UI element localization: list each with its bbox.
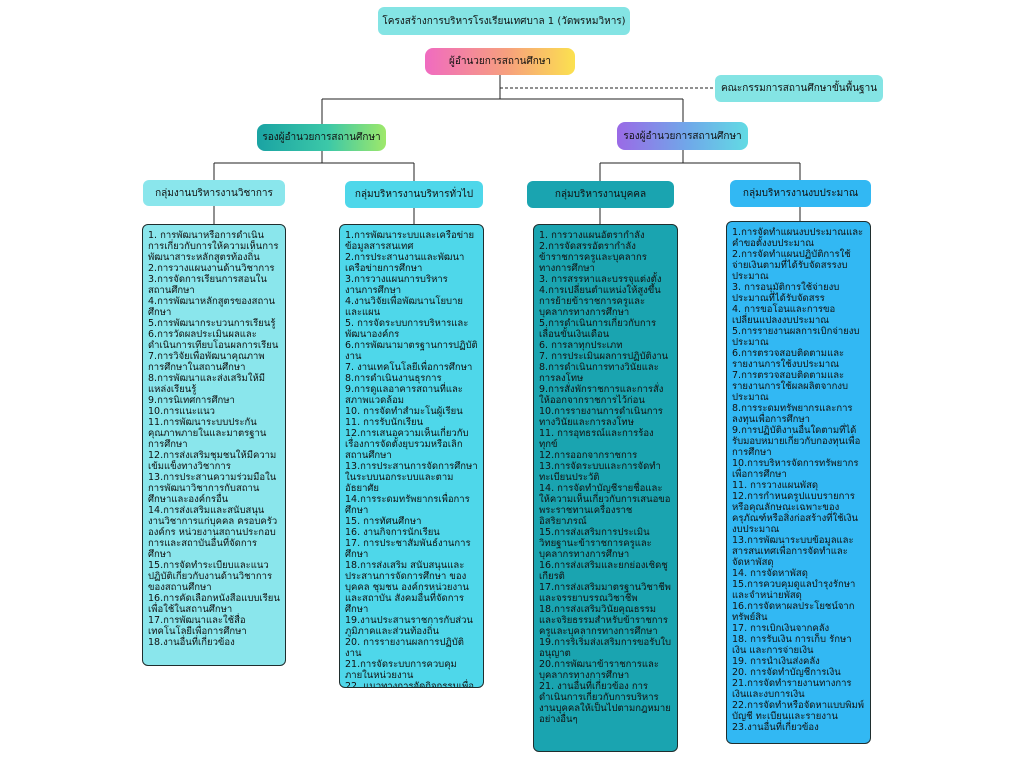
- duty-item: 10.การบริหารจัดการทรัพยากรเพื่อการศึกษา: [732, 458, 859, 480]
- duty-item: 4. การขอโอนและการขอเปลี่ยนแปลงงบประมาณ: [732, 304, 836, 326]
- duty-item: 5.การดำเนินการเกี่ยวกับการเลื่อนขั้นเงิน…: [539, 318, 657, 340]
- duty-item: 13.การจัดระบบและการจัดทำทะเบียนประวัติ: [539, 461, 661, 483]
- duty-item: 4.งานวิจัยเพื่อพัฒนานโยบายและแผน: [345, 296, 463, 318]
- duty-item: 11. การวางแผนพัสดุ: [732, 480, 819, 491]
- duty-item: 14. การจัดทำบัญชีรายชื่อและให้ความเห็นเก…: [539, 483, 671, 527]
- duty-item: 3.การจัดการเรียนการสอนในสถานศึกษา: [148, 274, 267, 296]
- duty-item: 18.การส่งเสริม สนับสนุนและประสานการจัดกา…: [345, 560, 469, 615]
- duty-item: 9.การนิเทศการศึกษา: [148, 395, 235, 406]
- duty-item: 2.การจัดทำแผนปฏิบัติการใช้จ่ายเงินตามที่…: [732, 249, 851, 282]
- duty-item: 20.การพัฒนาข้าราชการและบุคลากรทางการศึกษ…: [539, 659, 659, 681]
- duty-item: 17.การส่งเสริมมาตรฐานวิชาชีพและจรรยาบรรณ…: [539, 582, 671, 604]
- duty-item: 20. การรายงานผลการปฏิบัติงาน: [345, 637, 464, 659]
- deputy-director-node-2: รองผู้อำนวยการสถานศึกษา: [617, 122, 748, 150]
- duty-item: 9.การดูแลอาคารสถานที่และสภาพแวดล้อม: [345, 384, 463, 406]
- duty-item: 12.การส่งเสริมชุมชนให้มีความเข้มแข็งทางว…: [148, 450, 277, 472]
- duty-item: 1. การพัฒนาหรือการดำเนินการเกี่ยวกับการใ…: [148, 230, 279, 263]
- deputy-director-node-1: รองผู้อำนวยการสถานศึกษา: [257, 124, 386, 151]
- duty-item: 8.การพัฒนาและส่งเสริมให้มีแหล่งเรียนรู้: [148, 373, 265, 395]
- duty-item: 6.การตรวจสอบติดตามและรายงานการใช้งบประมา…: [732, 348, 845, 370]
- duty-item: 3. การอนุมัติการใช้จ่ายงบประมาณที่ได้รับ…: [732, 282, 840, 304]
- duty-item: 15. การทัศนศึกษา: [345, 516, 422, 527]
- duty-item: 13.การพัฒนาระบบข้อมูลและสารสนเทศเพื่อการ…: [732, 535, 854, 568]
- duty-item: 5. การจัดระบบการบริหารและพัฒนาองค์กร: [345, 318, 469, 340]
- duty-item: 11.การพัฒนาระบบประกันคุณภาพภายในและมาตรฐ…: [148, 417, 267, 450]
- group-header-academic: กลุ่มงานบริหารงานวิชาการ: [143, 180, 285, 206]
- duty-item: 15.การควบคุมดูแลบำรุงรักษาและจำหน่ายพัสด…: [732, 579, 856, 601]
- duty-item: 9.การปฏิบัติงานอื่นใดตามที่ได้รับมอบหมาย…: [732, 425, 861, 458]
- duty-item: 22.การจัดทำหรือจัดหาแบบพิมพ์บัญชี ทะเบีย…: [732, 700, 865, 722]
- group-header-general: กลุ่มบริหารงานบริหารทั่วไป: [345, 181, 483, 208]
- duty-item: 18.การส่งเสริมวินัยคุณธรรมและจริยธรรมสำห…: [539, 604, 668, 637]
- director-node: ผู้อำนวยการสถานศึกษา: [425, 48, 575, 75]
- duty-item: 7. การประเมินผลการปฏิบัติงาน: [539, 351, 669, 362]
- duty-item: 8.การดำเนินการทางวินัยและการลงโทษ: [539, 362, 659, 384]
- duty-item: 6.การวัดผลประเมินผลและดำเนินการเทียบโอนผ…: [148, 329, 279, 351]
- duty-item: 21.การจัดระบบการควบคุมภายในหน่วยงาน: [345, 659, 457, 681]
- duty-item: 6. การลาทุกประเภท: [539, 340, 623, 351]
- duty-item: 14. การจัดหาพัสดุ: [732, 568, 808, 579]
- duty-list-academic: 1. การพัฒนาหรือการดำเนินการเกี่ยวกับการใ…: [142, 224, 286, 666]
- duty-item: 19.งานประสานราชการกับส่วนภูมิภาคและส่วนท…: [345, 615, 473, 637]
- duty-item: 21.การจัดทำรายงานทางการเงินและงบการเงิน: [732, 678, 852, 700]
- duty-item: 7.การตรวจสอบติดตามและรายงานการใช้ผลผลิตจ…: [732, 370, 849, 403]
- duty-item: 1. การวางแผนอัตรากำลัง: [539, 230, 645, 241]
- duty-item: 17. การเบิกเงินจากคลัง: [732, 623, 830, 634]
- duty-item: 10. การจัดทำสำมะโนผู้เรียน: [345, 406, 463, 417]
- duty-item: 12.การออกจากราชการ: [539, 450, 638, 461]
- duty-item: 11. การรับนักเรียน: [345, 417, 424, 428]
- committee-node: คณะกรรมการสถานศึกษาขั้นพื้นฐาน: [715, 75, 883, 102]
- duty-item: 2.การจัดสรรอัตรากำลังข้าราชการครูและบุคล…: [539, 241, 647, 274]
- duty-item: 18. การรับเงิน การเก็บ รักษาเงิน และการจ…: [732, 634, 852, 656]
- duty-item: 8.การดำเนินงานธุรการ: [345, 373, 442, 384]
- duty-list-general: 1.การพัฒนาระบบและเครือข่ายข้อมูลสารสนเทศ…: [339, 224, 484, 688]
- duty-item: 12.การเสนอความเห็นเกี่ยวกับเรื่องการจัดต…: [345, 428, 469, 461]
- duty-item: 14.การระดมทรัพยากรเพื่อการศึกษา: [345, 494, 470, 516]
- duty-item: 12.การกำหนดรูปแบบรายการหรือคุณลักษณะเฉพา…: [732, 491, 858, 535]
- duty-item: 14.การส่งเสริมและสนับสนุนงานวิชาการแก่บุ…: [148, 505, 278, 560]
- duty-item: 7. งานเทคโนโลยีเพื่อการศึกษา: [345, 362, 473, 373]
- duty-item: 16.การจัดหาผลประโยชน์จากทรัพย์สิน: [732, 601, 855, 623]
- duty-item: 19.การริเริ่มส่งเสริมการขอรับใบอนุญาต: [539, 637, 672, 659]
- duty-item: 22. แนวทางการจัดกิจกรรมเพื่อปรับเปลี่ยนพ…: [345, 681, 474, 688]
- duty-item: 1.การจัดทำแผนงบประมาณและคำขอตั้งงบประมาณ: [732, 227, 864, 249]
- duty-item: 16. งานกิจการนักเรียน: [345, 527, 440, 538]
- duty-item: 2.การวางแผนงานด้านวิชาการ: [148, 263, 275, 274]
- duty-item: 17. การประชาสัมพันธ์งานการศึกษา: [345, 538, 471, 560]
- duty-list-budget: 1.การจัดทำแผนงบประมาณและคำขอตั้งงบประมาณ…: [726, 221, 871, 744]
- duty-item: 16.การส่งเสริมและยกย่องเชิดชูเกียรติ: [539, 560, 668, 582]
- duty-item: 21. งานอื่นที่เกี่ยวข้อง การดำเนินการเกี…: [539, 681, 671, 725]
- duty-item: 13.การประสานความร่วมมือในการพัฒนาวิชาการ…: [148, 472, 277, 505]
- group-header-budget: กลุ่มบริหารงานงบประมาณ: [730, 180, 871, 207]
- duty-item: 7.การวิจัยเพื่อพัฒนาคุณภาพการศึกษาในสถาน…: [148, 351, 265, 373]
- duty-item: 5.การรายงานผลการเบิกจ่ายงบประมาณ: [732, 326, 860, 348]
- duty-item: 13.การประสานการจัดการศึกษาในระบบนอกระบบแ…: [345, 461, 478, 494]
- duty-item: 23.งานอื่นที่เกี่ยวข้อง: [732, 722, 819, 733]
- duty-item: 20. การจัดทำบัญชีการเงิน: [732, 667, 841, 678]
- duty-item: 4.การพัฒนาหลักสูตรของสถานศึกษา: [148, 296, 276, 318]
- chart-title: โครงสร้างการบริหารโรงเรียนเทศบาล 1 (วัดพ…: [378, 7, 630, 35]
- duty-item: 9.การสั่งพักราชการและการสั่งให้ออกจากราช…: [539, 384, 664, 406]
- duty-item: 15.การจัดทำระเบียบและแนวปฏิบัติเกี่ยวกับ…: [148, 560, 273, 593]
- duty-item: 17.การพัฒนาและใช้สื่อเทคโนโลยีเพื่อการศึ…: [148, 615, 247, 637]
- duty-item: 6.การพัฒนามาตรฐานการปฏิบัติงาน: [345, 340, 478, 362]
- group-header-personnel: กลุ่มบริหารงานบุคคล: [527, 181, 674, 208]
- duty-item: 11. การอุทธรณ์และการร้องทุกข์: [539, 428, 654, 450]
- duty-item: 8.การระดมทรัพยากรและการลงทุนเพื่อการศึกษ…: [732, 403, 853, 425]
- duty-item: 19. การนำเงินส่งคลัง: [732, 656, 820, 667]
- duty-item: 2.การประสานงานและพัฒนาเครือข่ายการศึกษา: [345, 252, 465, 274]
- duty-item: 10.การแนะแนว: [148, 406, 215, 417]
- duty-item: 15.การส่งเสริมการประเมินวิทยฐานะข้าราชกา…: [539, 527, 652, 560]
- duty-item: 3.การวางแผนการบริหารงานการศึกษา: [345, 274, 448, 296]
- duty-item: 4.การเปลี่ยนตำแหน่งให้สูงขึ้นการย้ายข้าร…: [539, 285, 661, 318]
- duty-item: 3. การสรรหาและบรรจุแต่งตั้ง: [539, 274, 662, 285]
- duty-item: 5.การพัฒนากระบวนการเรียนรู้: [148, 318, 276, 329]
- duty-item: 1.การพัฒนาระบบและเครือข่ายข้อมูลสารสนเทศ: [345, 230, 475, 252]
- duty-item: 16.การคัดเลือกหนังสือแบบเรียนเพื่อใช้ในส…: [148, 593, 280, 615]
- duty-item: 10.การรายงานการดำเนินการทางวินัยและการลง…: [539, 406, 663, 428]
- duty-item: 18.งานอื่นที่เกี่ยวข้อง: [148, 637, 235, 648]
